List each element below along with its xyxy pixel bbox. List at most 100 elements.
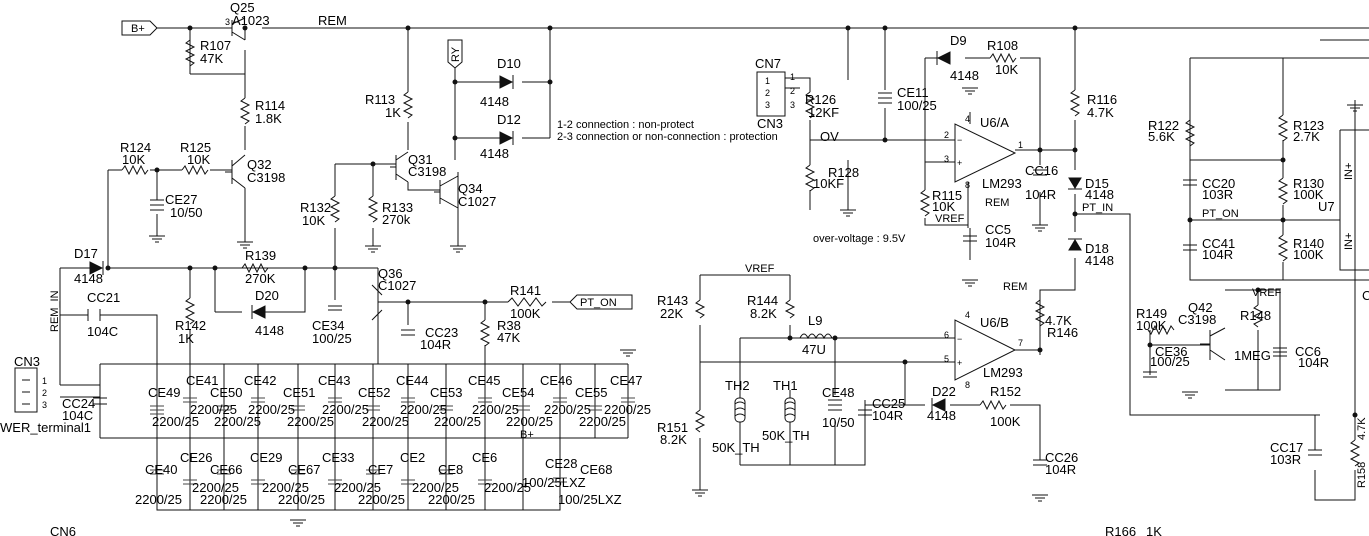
bulk-cap-value-ce6: 2200/25 (484, 480, 531, 495)
val-cc26: 104R (1045, 462, 1076, 477)
val-cc41: 100/25 (1150, 354, 1190, 369)
ref-d18: D18 (1085, 241, 1109, 256)
bulk-cap-ref-ce2: CE2 (400, 450, 425, 465)
val-q32: C3198 (247, 170, 285, 185)
val-r142: 1K (178, 331, 194, 346)
val-cc21: 104C (87, 324, 118, 339)
svg-text:+: + (957, 158, 962, 168)
net-label-b-plus: B+ (131, 23, 145, 35)
val-cc20: 104R (1202, 247, 1233, 262)
bulk-cap-ref-ce52: CE52 (358, 385, 391, 400)
val-r151: 8.2K (660, 432, 687, 447)
val-r139: 270K (245, 271, 276, 286)
val-ce68: 100/25LXZ (558, 492, 622, 507)
ref-cc24: CC24 (62, 396, 95, 411)
bulk-cap-ref-ce49: CE49 (148, 385, 181, 400)
val-r143: 22K (660, 306, 683, 321)
bulk-cap-ref-ce54: CE54 (502, 385, 535, 400)
ref-d10: D10 (497, 56, 521, 71)
note-over-voltage: over-voltage : 9.5V (813, 233, 906, 245)
svg-text:3: 3 (225, 17, 230, 27)
resistor-symbols (121, 39, 1361, 467)
val-r108: 10K (995, 62, 1018, 77)
ref-ce34: CE34 (312, 318, 345, 333)
label-rem-top: REM (318, 13, 347, 28)
ref-r113: R113 (365, 92, 395, 107)
svg-text:4: 4 (965, 114, 970, 124)
bulk-cap-value-ce7: 2200/25 (358, 492, 405, 507)
thermistor-th1 (784, 397, 796, 423)
bulk-cap-value-ce49: 2200/25 (152, 414, 199, 429)
label-vref-right: VREF (1252, 287, 1282, 299)
ref-cc17: CC20 (1202, 176, 1235, 191)
ref-th1: TH1 (773, 378, 798, 393)
ref-d15: D15 (1085, 176, 1109, 191)
ref-r143: R143 (657, 293, 688, 308)
net-flag-ry: RY (447, 39, 463, 69)
bulk-cap-value-ce42: 2200/25 (248, 402, 295, 417)
svg-text:1: 1 (1018, 140, 1023, 150)
connector-cn3-left (14, 367, 38, 413)
opamp-u6a: −+ 23 148 (944, 114, 1023, 190)
ref-r130: R130 (1293, 176, 1324, 191)
ref-cc23: CC23 (425, 325, 458, 340)
bulk-cap-value-ce40: 2200/25 (135, 492, 182, 507)
ref-l9: L9 (808, 313, 822, 328)
val-r126: 12KF (808, 105, 839, 120)
part-u6a: LM293 (982, 176, 1022, 191)
bulk-cap-ref-ce7: CE7 (368, 462, 393, 477)
val-d9: 4148 (950, 68, 979, 83)
bulk-cap-value-ce33: 2200/25 (334, 480, 381, 495)
ref-r149: R149 (1136, 306, 1167, 321)
val-r113: 1K (385, 105, 401, 120)
label-wer-terminal: WER_terminal1 (0, 420, 91, 435)
bulk-cap-value-ce41: 2200/25 (190, 402, 237, 417)
val-r146: 4.7K (1045, 313, 1072, 328)
bulk-cap-ref-ce40: CE40 (145, 462, 178, 477)
ref-u6a: U6/A (980, 115, 1009, 130)
ref-r146: R146 (1047, 325, 1078, 340)
val-d15: 4148 (1085, 187, 1114, 202)
ref-r144: R144 (747, 293, 778, 308)
ref-r152: R152 (990, 384, 1021, 399)
val-r133: 270k (382, 212, 411, 227)
ref-cc6: CC17 (1270, 440, 1303, 455)
val-r152: 100K (990, 414, 1021, 429)
svg-text:2: 2 (790, 86, 795, 96)
bulk-cap-value-ce2: 2200/25 (412, 480, 459, 495)
bulk-cap-ref-ce43: CE43 (318, 373, 351, 388)
connector-cn7: 123 123 (756, 71, 795, 117)
bulk-cap-ref-ce45: CE45 (468, 373, 501, 388)
bulk-cap-value-ce44: 2200/25 (400, 402, 447, 417)
bulk-cap-ref-ce47: CE47 (610, 373, 643, 388)
bulk-cap-value-ce8: 2200/25 (428, 492, 475, 507)
note-conn-1-2: 1-2 connection : non-protect (557, 119, 694, 131)
ref-cc21: CC21 (87, 290, 120, 305)
bulk-cap-value-ce50: 2200/25 (214, 414, 261, 429)
val-ce27: 10/50 (170, 205, 203, 220)
svg-text:5: 5 (944, 354, 949, 364)
ref-r166: R166 (1105, 524, 1136, 536)
label-vref-mid: VREF (745, 263, 775, 275)
ref-r125: R125 (180, 140, 211, 155)
svg-text:1: 1 (790, 72, 795, 82)
ref-ce28: CE28 (545, 456, 578, 471)
svg-text:3: 3 (944, 154, 949, 164)
val-r132: 10K (302, 213, 325, 228)
bulk-capacitor-marks (150, 397, 635, 485)
ref-cn7: CN7 (755, 56, 781, 71)
bulk-cap-value-ce53: 2200/25 (434, 414, 481, 429)
ref-r115: R115 (932, 188, 962, 203)
val-r128: 10KF (813, 176, 844, 191)
ref-q34: Q34 (458, 181, 483, 196)
diode-symbols (89, 51, 1082, 412)
val-cc17: 103R (1202, 187, 1233, 202)
ref-d9: D9 (950, 33, 967, 48)
label-rem-in: REM_IN (49, 290, 61, 332)
val-r144: 8.2K (750, 306, 777, 321)
val-r114: 1.8K (255, 111, 282, 126)
val-cc24: 104C (62, 408, 93, 423)
val-th1: 50K_TH (762, 428, 810, 443)
val-r149: 100K (1136, 318, 1167, 333)
